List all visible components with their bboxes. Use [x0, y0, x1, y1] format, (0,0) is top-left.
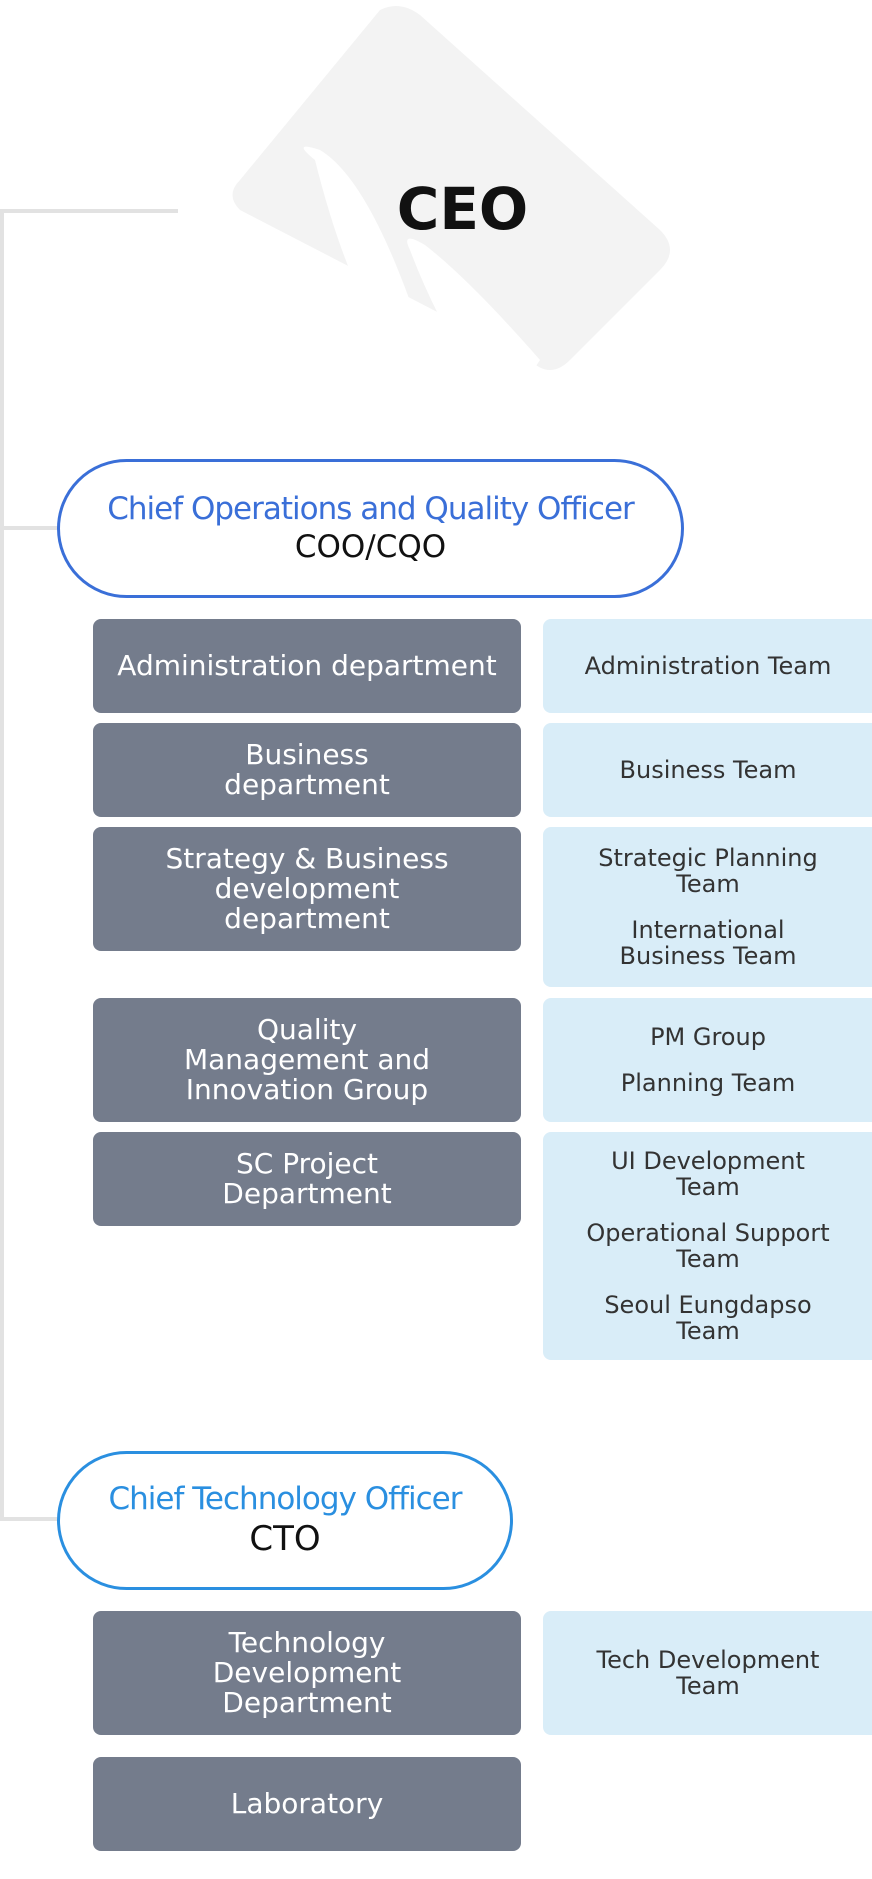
team-item: Administration Team [584, 652, 832, 680]
connector-coo [0, 526, 58, 530]
team-item: Operational Support Team [586, 1219, 830, 1273]
cto-node: Chief Technology Officer CTO [57, 1451, 513, 1590]
team-item: Strategic Planning Team [598, 844, 818, 898]
cto-abbr: CTO [249, 1518, 321, 1559]
cto-title: Chief Technology Officer [108, 1480, 463, 1517]
department-technology-development: Technology Development Department [93, 1611, 521, 1735]
team-item: Tech Development Team [596, 1646, 820, 1700]
department-business: Business department [93, 723, 521, 817]
team-item: International Business Team [619, 916, 797, 970]
teams-administration: Administration Team [543, 619, 872, 713]
department-administration: Administration department [93, 619, 521, 713]
department-strategy: Strategy & Business development departme… [93, 827, 521, 951]
team-item: Planning Team [620, 1069, 796, 1097]
team-item: Business Team [619, 756, 797, 784]
teams-sc-project: UI Development Team Operational Support … [543, 1132, 872, 1360]
department-sc-project: SC Project Department [93, 1132, 521, 1226]
connector-vertical [0, 209, 4, 1521]
connector-ceo [0, 209, 178, 213]
department-laboratory: Laboratory [93, 1757, 521, 1851]
ceo-label: CEO [396, 175, 529, 243]
coo-title: Chief Operations and Quality Officer [107, 490, 635, 527]
team-item: PM Group [650, 1023, 766, 1051]
coo-node: Chief Operations and Quality Officer COO… [57, 459, 684, 598]
watermark-logo-icon [232, 6, 670, 420]
teams-business: Business Team [543, 723, 872, 817]
teams-strategy: Strategic Planning Team International Bu… [543, 827, 872, 987]
team-item: Seoul Eungdapso Team [604, 1291, 812, 1345]
department-quality: Quality Management and Innovation Group [93, 998, 521, 1122]
connector-cto [0, 1517, 58, 1521]
teams-quality: PM Group Planning Team [543, 998, 872, 1122]
coo-abbr: COO/CQO [294, 528, 447, 565]
team-item: UI Development Team [611, 1147, 805, 1201]
teams-technology-development: Tech Development Team [543, 1611, 872, 1735]
